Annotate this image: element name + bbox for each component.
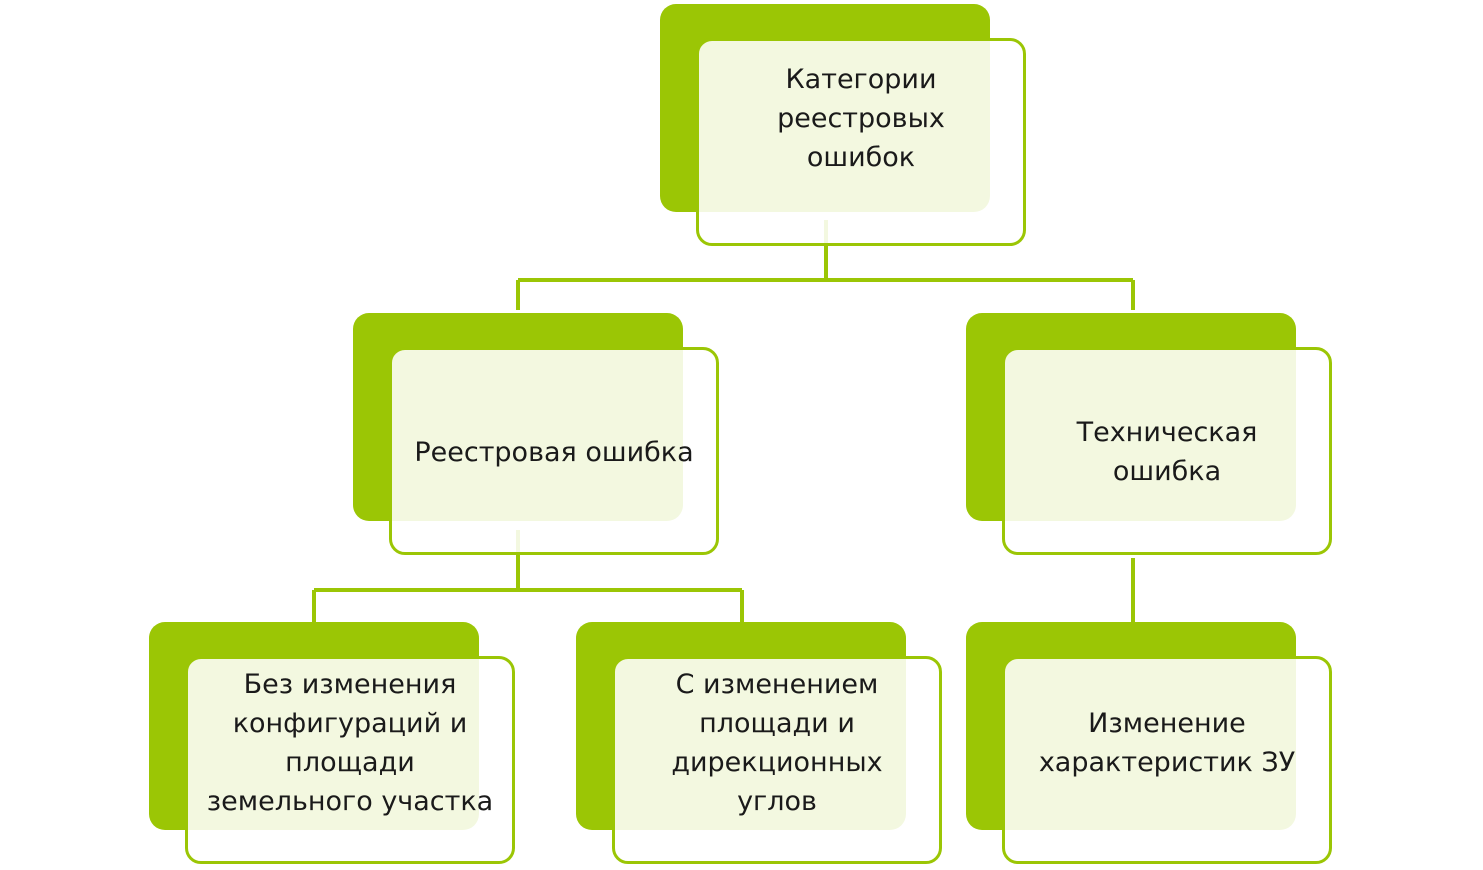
- node-front-panel: [1002, 347, 1332, 555]
- node-with-change-label: С изменением площади и дирекционных угло…: [671, 668, 883, 817]
- node-no-change-label: Без изменения конфигураций и площади зем…: [206, 668, 494, 817]
- node-root: Категории реестровых ошибок: [660, 4, 1026, 246]
- connector-root: [516, 220, 1135, 310]
- node-front-panel: [612, 656, 942, 864]
- node-with-change: С изменением площади и дирекционных угло…: [576, 622, 942, 864]
- node-front-panel: [389, 347, 719, 555]
- node-technical-error-label: Техническая ошибка: [1076, 417, 1258, 487]
- node-front-panel: [1002, 656, 1332, 864]
- node-technical-error: Техническая ошибка: [966, 313, 1332, 555]
- node-no-change: Без изменения конфигураций и площади зем…: [149, 622, 515, 864]
- node-front-panel: [185, 656, 515, 864]
- node-registry-error-label: Реестровая ошибка: [414, 436, 694, 468]
- node-characteristics-label: Изменение характеристик ЗУ: [1038, 707, 1296, 778]
- node-characteristics: Изменение характеристик ЗУ: [966, 622, 1332, 864]
- node-registry-error: Реестровая ошибка: [353, 313, 719, 555]
- node-front-panel: [696, 38, 1026, 246]
- node-root-label: Категории реестровых ошибок: [777, 63, 945, 173]
- connector-registry: [312, 530, 744, 622]
